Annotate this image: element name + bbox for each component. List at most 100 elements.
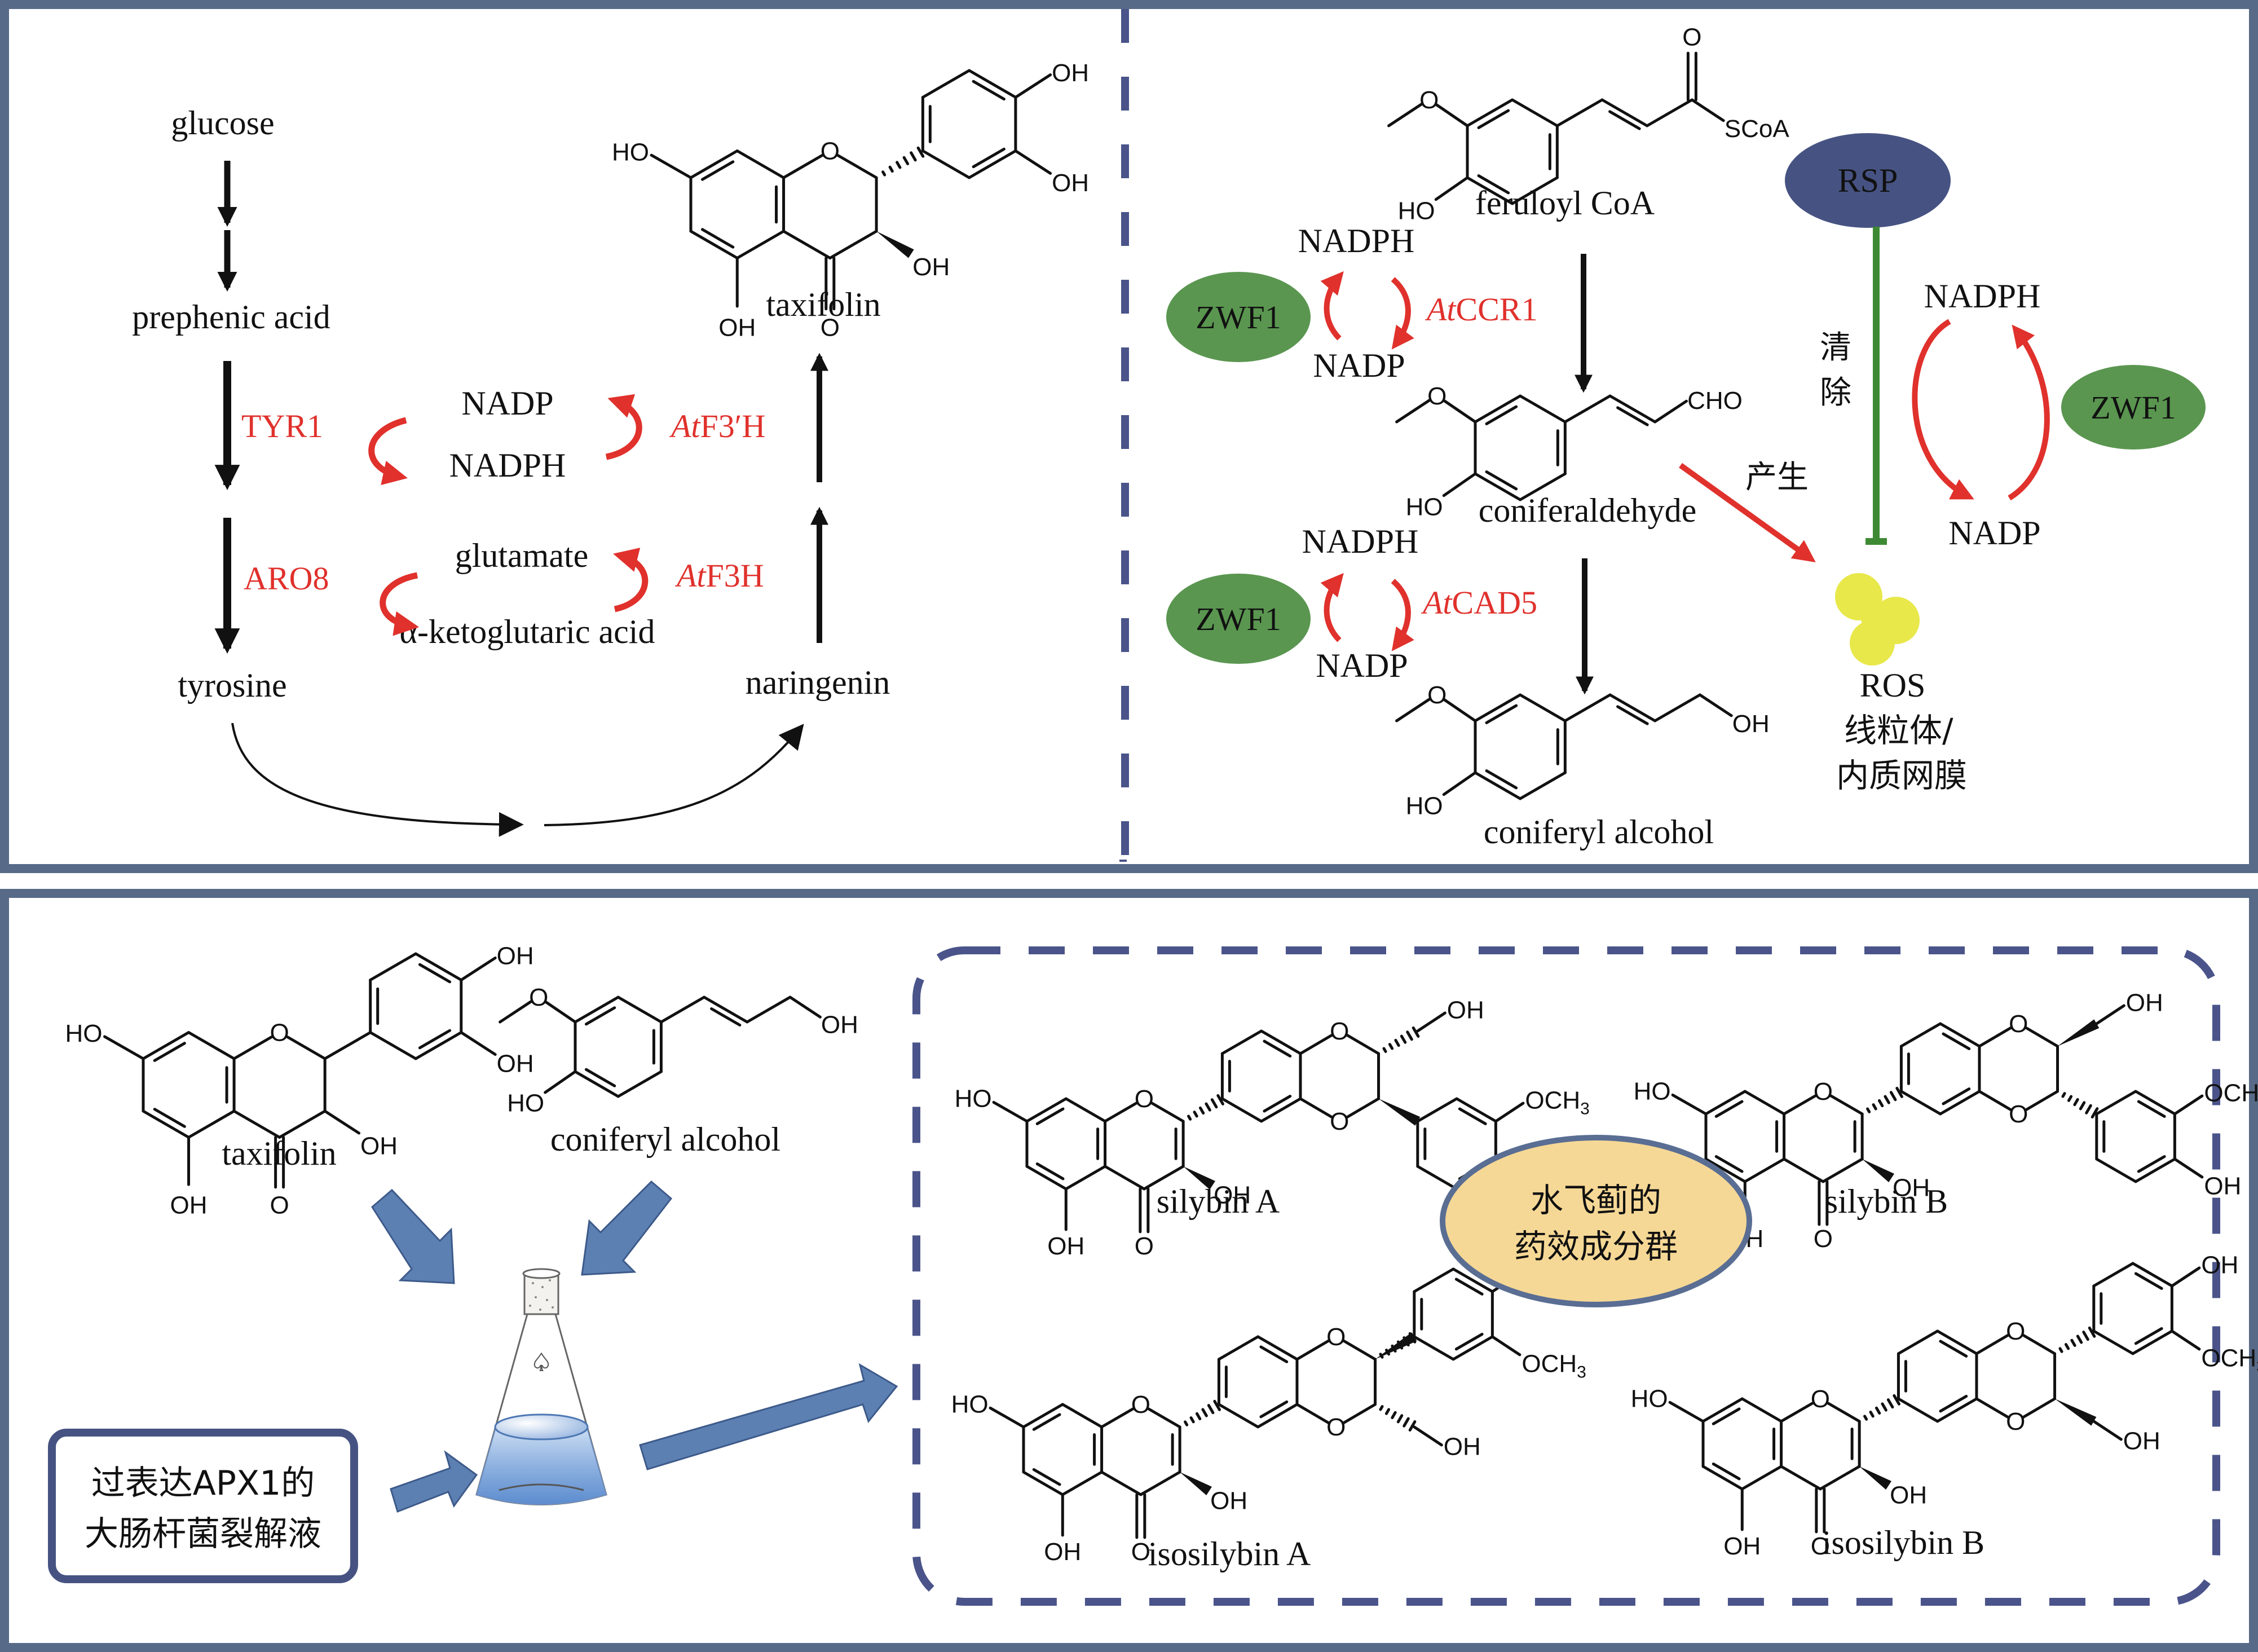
bond [1452, 1335, 1494, 1361]
atom-label: OCH3 [1525, 1087, 1589, 1118]
bond [1032, 1413, 1061, 1431]
bond [2067, 1095, 2073, 1102]
bond [1104, 1165, 1146, 1191]
taxifolin-label-top: taxifolin [766, 286, 880, 323]
atom-label: HO [955, 1085, 992, 1112]
bond [1608, 110, 1641, 130]
silymarin-line2: 药效成分群 [1514, 1227, 1678, 1266]
coniferaldehyde-label: coniferaldehyde [1479, 492, 1696, 529]
bond [1342, 1339, 1377, 1361]
bond [2170, 1266, 2201, 1288]
bond [2024, 1090, 2059, 1112]
enzyme-species-prefix: At [669, 408, 701, 444]
bond [1474, 394, 1522, 424]
bond [992, 1100, 1029, 1123]
bond [1519, 472, 1567, 501]
bond [2134, 1327, 2163, 1345]
naringenin-label: naringenin [746, 664, 890, 701]
bond [1064, 1165, 1107, 1191]
bond [1884, 1095, 1890, 1104]
bond [1256, 1403, 1299, 1429]
bond [232, 1109, 281, 1139]
bond [1193, 1111, 1198, 1118]
bond [2061, 1092, 2066, 1098]
atom-label: O [1682, 23, 1701, 51]
bond [1466, 176, 1514, 205]
bond [1022, 1403, 1064, 1429]
bond [1220, 1097, 1263, 1123]
bond [2091, 1107, 2099, 1119]
bond [1714, 1100, 1744, 1118]
bond [1295, 1339, 1330, 1361]
bond [414, 1031, 463, 1060]
bond [2092, 1420, 2123, 1441]
bond [1869, 1411, 1875, 1418]
bond [2134, 1090, 2176, 1116]
bond [710, 1007, 742, 1027]
atom-label: OH [497, 1050, 534, 1077]
bond [1454, 1277, 1484, 1296]
bond [323, 1109, 361, 1135]
bond [1474, 693, 1522, 723]
bond [1511, 98, 1559, 127]
silymarin-line1: 水飞蓟的 [1531, 1181, 1661, 1219]
atom-label: O [1330, 1108, 1349, 1135]
enzyme-aro8: ARO8 [244, 560, 329, 597]
compartment-line1: 线粒体/ [1844, 711, 1953, 750]
bond [418, 963, 452, 984]
bond [616, 995, 663, 1024]
f3h-prime-cycle-arrow [605, 394, 642, 460]
ros-label: ROS [1860, 667, 1926, 704]
atom-label: HO [1406, 494, 1443, 521]
zwf1-label: ZWF1 [1196, 601, 1281, 637]
cad5-cycle-arrow-up [1320, 572, 1344, 642]
glutamate-label: glutamate [455, 537, 589, 574]
nadph-label-ccr1: NADPH [1298, 222, 1415, 259]
atom-label: O [1135, 1232, 1154, 1260]
bond [1263, 1039, 1292, 1058]
bond [1875, 1406, 1881, 1415]
atom-label: OCH3 [2201, 1344, 2258, 1376]
bond [1783, 1094, 1817, 1116]
atom-label: OH [1732, 710, 1770, 738]
atom-label: OH [2201, 1252, 2238, 1279]
bond [1387, 103, 1423, 127]
bond [103, 1035, 145, 1060]
bond [187, 1109, 236, 1139]
bond [574, 995, 620, 1024]
bond [1104, 1102, 1138, 1123]
bond [1886, 1398, 1894, 1409]
erlenmeyer-flask-icon: ♠ [475, 1268, 607, 1505]
bottom-panel-border [0, 889, 2258, 1652]
bond [1780, 1465, 1822, 1491]
spade-icon: ♠ [531, 1349, 552, 1376]
bond [574, 1070, 620, 1098]
bond [286, 1036, 327, 1060]
bond [1345, 1033, 1381, 1055]
wedge-bond [1862, 1159, 1894, 1183]
atom-label: OH [497, 942, 534, 970]
nadph-label: NADPH [449, 447, 566, 484]
bond [703, 995, 749, 1024]
bond [1442, 771, 1477, 796]
bond [1143, 1165, 1185, 1191]
bond [1698, 693, 1733, 717]
bond [1147, 1407, 1181, 1429]
atom-label: OCH3 [1521, 1350, 1586, 1381]
bond [153, 1108, 186, 1128]
bond [1899, 1090, 1942, 1116]
arrow-produce-ros [1679, 462, 1816, 562]
bond [1442, 399, 1477, 424]
atom-label: O [270, 1019, 289, 1047]
atom-label: OH [1044, 1538, 1081, 1566]
bond [1939, 1090, 1981, 1116]
bond [2134, 1157, 2176, 1183]
bond [972, 80, 1005, 101]
bond [1780, 1402, 1814, 1423]
atom-label: OH [2123, 1428, 2160, 1455]
feruloyl-coa-label: feruloyl CoA [1475, 184, 1655, 222]
bond [1064, 1097, 1107, 1123]
atom-label: OH [2204, 1172, 2241, 1200]
bond [968, 69, 1017, 99]
